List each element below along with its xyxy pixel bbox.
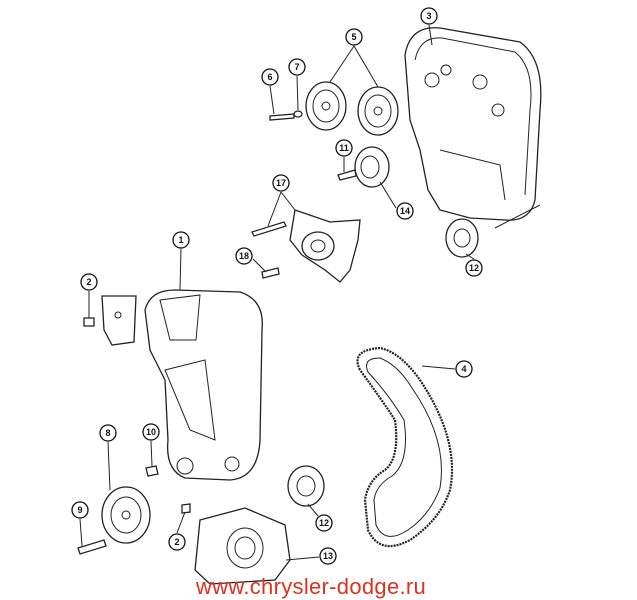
svg-text:2: 2 (174, 537, 179, 547)
crankshaft-pulley (77, 465, 191, 555)
callout-3: 3 (420, 7, 438, 25)
callout-12-lower: 12 (315, 514, 333, 532)
svg-text:17: 17 (276, 178, 286, 188)
timing-belt (356, 346, 454, 548)
svg-text:1: 1 (178, 235, 183, 245)
svg-text:10: 10 (146, 427, 156, 437)
callout-5: 5 (345, 28, 363, 46)
watermark-text: www.chrysler-dodge.ru (196, 574, 427, 599)
sprocket-lower (287, 465, 325, 507)
svg-text:7: 7 (294, 62, 299, 72)
callout-6: 6 (261, 68, 279, 86)
sprocket-upper (445, 218, 479, 258)
svg-text:18: 18 (239, 251, 249, 261)
svg-text:4: 4 (461, 364, 466, 374)
callout-14: 14 (396, 202, 414, 220)
callout-12-upper: 12 (465, 259, 483, 277)
svg-text:11: 11 (339, 143, 349, 153)
camshaft-sprockets (305, 81, 399, 136)
svg-text:13: 13 (323, 551, 333, 561)
svg-text:14: 14 (400, 206, 410, 216)
callout-1: 1 (172, 231, 190, 249)
leader-lines (79, 24, 475, 561)
callout-2-lower: 2 (168, 533, 186, 551)
tensioner-pulley (337, 146, 390, 188)
callout-17: 17 (272, 174, 290, 192)
bolt-and-washer (269, 110, 303, 121)
callout-9: 9 (71, 501, 89, 519)
callout-13: 13 (319, 547, 337, 565)
rear-timing-cover (404, 27, 542, 229)
oil-pump (194, 507, 291, 585)
svg-text:2: 2 (86, 277, 91, 287)
callout-7: 7 (288, 58, 306, 76)
svg-text:9: 9 (77, 505, 82, 515)
svg-text:6: 6 (267, 72, 272, 82)
svg-text:12: 12 (319, 518, 329, 528)
svg-text:3: 3 (426, 11, 431, 21)
front-timing-cover (83, 289, 263, 481)
callout-4: 4 (455, 360, 473, 378)
svg-text:8: 8 (105, 428, 110, 438)
svg-text:5: 5 (351, 32, 356, 42)
callout-18: 18 (235, 247, 253, 265)
svg-text:12: 12 (469, 263, 479, 273)
callout-11: 11 (335, 139, 353, 157)
callout-2-upper: 2 (80, 273, 98, 291)
callout-8: 8 (99, 424, 117, 442)
idler-bracket (251, 209, 361, 283)
callout-10: 10 (142, 423, 160, 441)
